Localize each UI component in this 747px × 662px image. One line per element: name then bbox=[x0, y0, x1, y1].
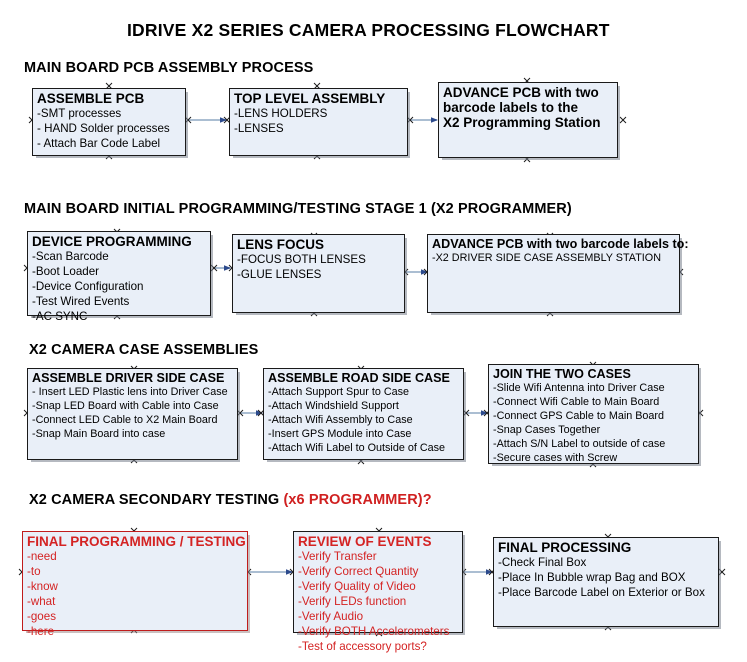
box-line: -Snap Cases Together bbox=[493, 424, 601, 437]
flow-box-final-processing[interactable]: FINAL PROCESSING -Check Final Box -Place… bbox=[493, 537, 719, 627]
box-line: -Verify LEDs function bbox=[298, 595, 407, 609]
box-title: ASSEMBLE PCB bbox=[37, 91, 145, 106]
flow-box-assemble-pcb[interactable]: ASSEMBLE PCB -SMT processes - HAND Solde… bbox=[32, 88, 186, 156]
box-line: -Device Configuration bbox=[32, 280, 144, 294]
box-line: -Place Barcode Label on Exterior or Box bbox=[498, 586, 705, 600]
box-title: REVIEW OF EVENTS bbox=[298, 534, 432, 549]
box-line: -LENSES bbox=[234, 122, 284, 136]
box-line: -Secure cases with Screw bbox=[493, 452, 618, 465]
box-title-line2: barcode labels to the bbox=[443, 100, 579, 116]
flow-box-assemble-road-side-case[interactable]: ASSEMBLE ROAD SIDE CASE -Attach Support … bbox=[263, 368, 464, 460]
document-title: IDRIVE X2 SERIES CAMERA PROCESSING FLOWC… bbox=[127, 20, 610, 40]
section-heading-4-accent: (x6 PROGRAMMER)? bbox=[283, 492, 432, 508]
box-line: -goes bbox=[27, 610, 57, 624]
box-line: -X2 DRIVER SIDE CASE ASSEMBLY STATION bbox=[432, 252, 661, 265]
section-heading-3: X2 CAMERA CASE ASSEMBLIES bbox=[29, 342, 259, 358]
box-line: -Check Final Box bbox=[498, 556, 587, 570]
box-line: -Connect Wifi Cable to Main Board bbox=[493, 396, 660, 409]
flow-box-top-level-assembly[interactable]: TOP LEVEL ASSEMBLY -LENS HOLDERS -LENSES bbox=[229, 88, 408, 156]
box-line: -Verify BOTH Accelerometers bbox=[298, 625, 450, 639]
box-line: -Verify Quality of Video bbox=[298, 580, 416, 594]
box-title: ADVANCE PCB with two barcode labels to: bbox=[432, 237, 689, 251]
section-heading-2: MAIN BOARD INITIAL PROGRAMMING/TESTING S… bbox=[24, 201, 572, 217]
box-title: FINAL PROGRAMMING / TESTING bbox=[27, 534, 246, 549]
box-line: -Scan Barcode bbox=[32, 250, 109, 264]
box-line: -Verify Correct Quantity bbox=[298, 565, 419, 579]
flow-box-join-the-two-cases[interactable]: JOIN THE TWO CASES -Slide Wifi Antenna i… bbox=[488, 364, 699, 464]
box-line: - Attach Bar Code Label bbox=[37, 137, 161, 151]
box-line: -here bbox=[27, 625, 55, 639]
box-line: -Boot Loader bbox=[32, 265, 100, 279]
box-line: -Snap Main Board into case bbox=[32, 428, 166, 441]
flow-box-device-programming[interactable]: DEVICE PROGRAMMING -Scan Barcode -Boot L… bbox=[27, 231, 211, 323]
box-line: -Connect GPS Cable to Main Board bbox=[493, 410, 665, 423]
box-title: TOP LEVEL ASSEMBLY bbox=[234, 91, 386, 106]
box-line: -AC SYNC bbox=[32, 310, 88, 324]
section-heading-4: X2 CAMERA SECONDARY TESTING (x6 PROGRAMM… bbox=[29, 492, 432, 508]
box-line: -Place In Bubble wrap Bag and BOX bbox=[498, 571, 686, 585]
box-line: -Slide Wifi Antenna into Driver Case bbox=[493, 382, 665, 395]
box-line: -Attach Wifi Label to Outside of Case bbox=[268, 442, 446, 455]
box-line: -FOCUS BOTH LENSES bbox=[237, 253, 366, 267]
section-heading-1: MAIN BOARD PCB ASSEMBLY PROCESS bbox=[24, 60, 314, 76]
box-line: -Attach Wifi Assembly to Case bbox=[268, 414, 413, 427]
box-title: DEVICE PROGRAMMING bbox=[32, 234, 192, 249]
box-line: -Attach Support Spur to Case bbox=[268, 386, 410, 399]
box-title: ASSEMBLE ROAD SIDE CASE bbox=[268, 371, 450, 385]
box-line: -Snap LED Board with Cable into Case bbox=[32, 400, 219, 413]
box-line: -Connect LED Cable to X2 Main Board bbox=[32, 414, 218, 427]
box-line: -know bbox=[27, 580, 58, 594]
box-line: -Test Wired Events bbox=[32, 295, 130, 309]
box-line: -LENS HOLDERS bbox=[234, 107, 328, 121]
flow-box-final-programming-testing[interactable]: FINAL PROGRAMMING / TESTING -need -to -k… bbox=[22, 531, 248, 638]
flow-box-advance-pcb-programming-station[interactable]: ADVANCE PCB with two barcode labels to t… bbox=[438, 82, 618, 158]
box-title: ASSEMBLE DRIVER SIDE CASE bbox=[32, 371, 225, 385]
flow-box-lens-focus[interactable]: LENS FOCUS -FOCUS BOTH LENSES -GLUE LENS… bbox=[232, 234, 405, 313]
box-line: -SMT processes bbox=[37, 107, 122, 121]
box-line: - HAND Solder processes bbox=[37, 122, 170, 136]
box-line: -Attach S/N Label to outside of case bbox=[493, 438, 666, 451]
box-line: -Verify Transfer bbox=[298, 550, 377, 564]
box-title: LENS FOCUS bbox=[237, 237, 325, 252]
box-line: -Verify Audio bbox=[298, 610, 364, 624]
box-line: -Attach Windshield Support bbox=[268, 400, 399, 413]
box-title: JOIN THE TWO CASES bbox=[493, 367, 631, 381]
flow-box-review-of-events[interactable]: REVIEW OF EVENTS -Verify Transfer -Verif… bbox=[293, 531, 463, 653]
box-line: -Insert GPS Module into Case bbox=[268, 428, 412, 441]
box-line: -to bbox=[27, 565, 41, 579]
box-line: -GLUE LENSES bbox=[237, 268, 322, 282]
box-line: -need bbox=[27, 550, 57, 564]
box-title-line3: X2 Programming Station bbox=[443, 115, 601, 131]
box-line-overflow: -Test of accessory ports? bbox=[298, 640, 427, 654]
flow-box-assemble-driver-side-case[interactable]: ASSEMBLE DRIVER SIDE CASE - Insert LED P… bbox=[27, 368, 238, 460]
box-line: - Insert LED Plastic lens into Driver Ca… bbox=[32, 386, 228, 399]
box-line: -what bbox=[27, 595, 56, 609]
box-title: ADVANCE PCB with two bbox=[443, 85, 599, 100]
box-title: FINAL PROCESSING bbox=[498, 540, 632, 555]
section-heading-4-main: X2 CAMERA SECONDARY TESTING bbox=[29, 492, 284, 508]
flow-box-advance-pcb-driver-side-station[interactable]: ADVANCE PCB with two barcode labels to: … bbox=[427, 234, 689, 313]
